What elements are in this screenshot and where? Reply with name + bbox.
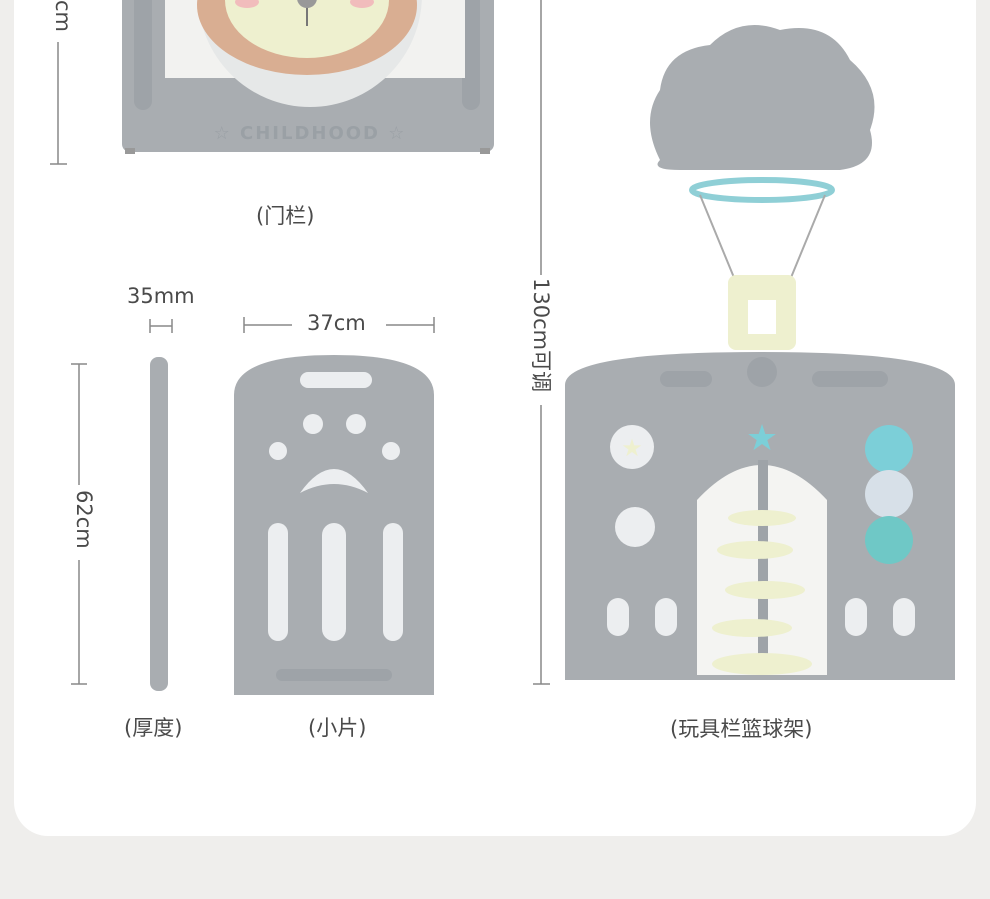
thickness-dimension: 35mm xyxy=(127,284,195,308)
childhood-emboss: ☆ CHILDHOOD ☆ xyxy=(214,123,407,144)
hoop-height-dimension: 130cm可调 xyxy=(529,278,553,393)
gate-caption: (门栏) xyxy=(256,204,315,228)
thickness-caption: (厚度) xyxy=(124,716,183,740)
small-panel-caption: (小片) xyxy=(308,716,367,740)
gate-height-label: cm xyxy=(51,0,75,33)
small-width-dimension: 37cm xyxy=(307,311,366,335)
gate-panel: ☆ CHILDHOOD ☆ xyxy=(122,0,494,154)
small-panel xyxy=(234,355,434,695)
basketball-hoop xyxy=(650,25,875,350)
toy-panel: ★ ★ xyxy=(565,352,955,680)
thickness-panel xyxy=(150,357,168,691)
svg-text:★: ★ xyxy=(621,434,643,462)
small-height-dimension: 62cm xyxy=(72,490,96,549)
svg-text:★: ★ xyxy=(746,418,778,459)
toy-basketball-caption: (玩具栏篮球架) xyxy=(670,717,813,741)
